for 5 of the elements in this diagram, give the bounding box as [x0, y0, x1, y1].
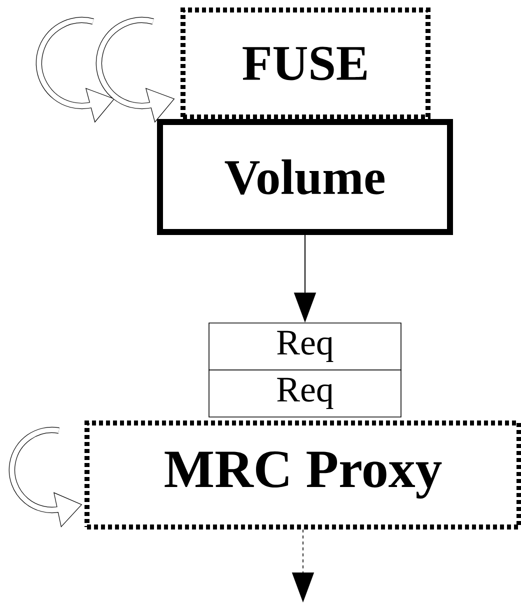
stack-box: Req: [208, 322, 402, 370]
thick-box: Volume: [157, 119, 453, 235]
dotted-box: MRC Proxy: [84, 420, 521, 530]
dotted-box: FUSE: [180, 8, 430, 120]
stack-box: Req: [208, 370, 402, 418]
